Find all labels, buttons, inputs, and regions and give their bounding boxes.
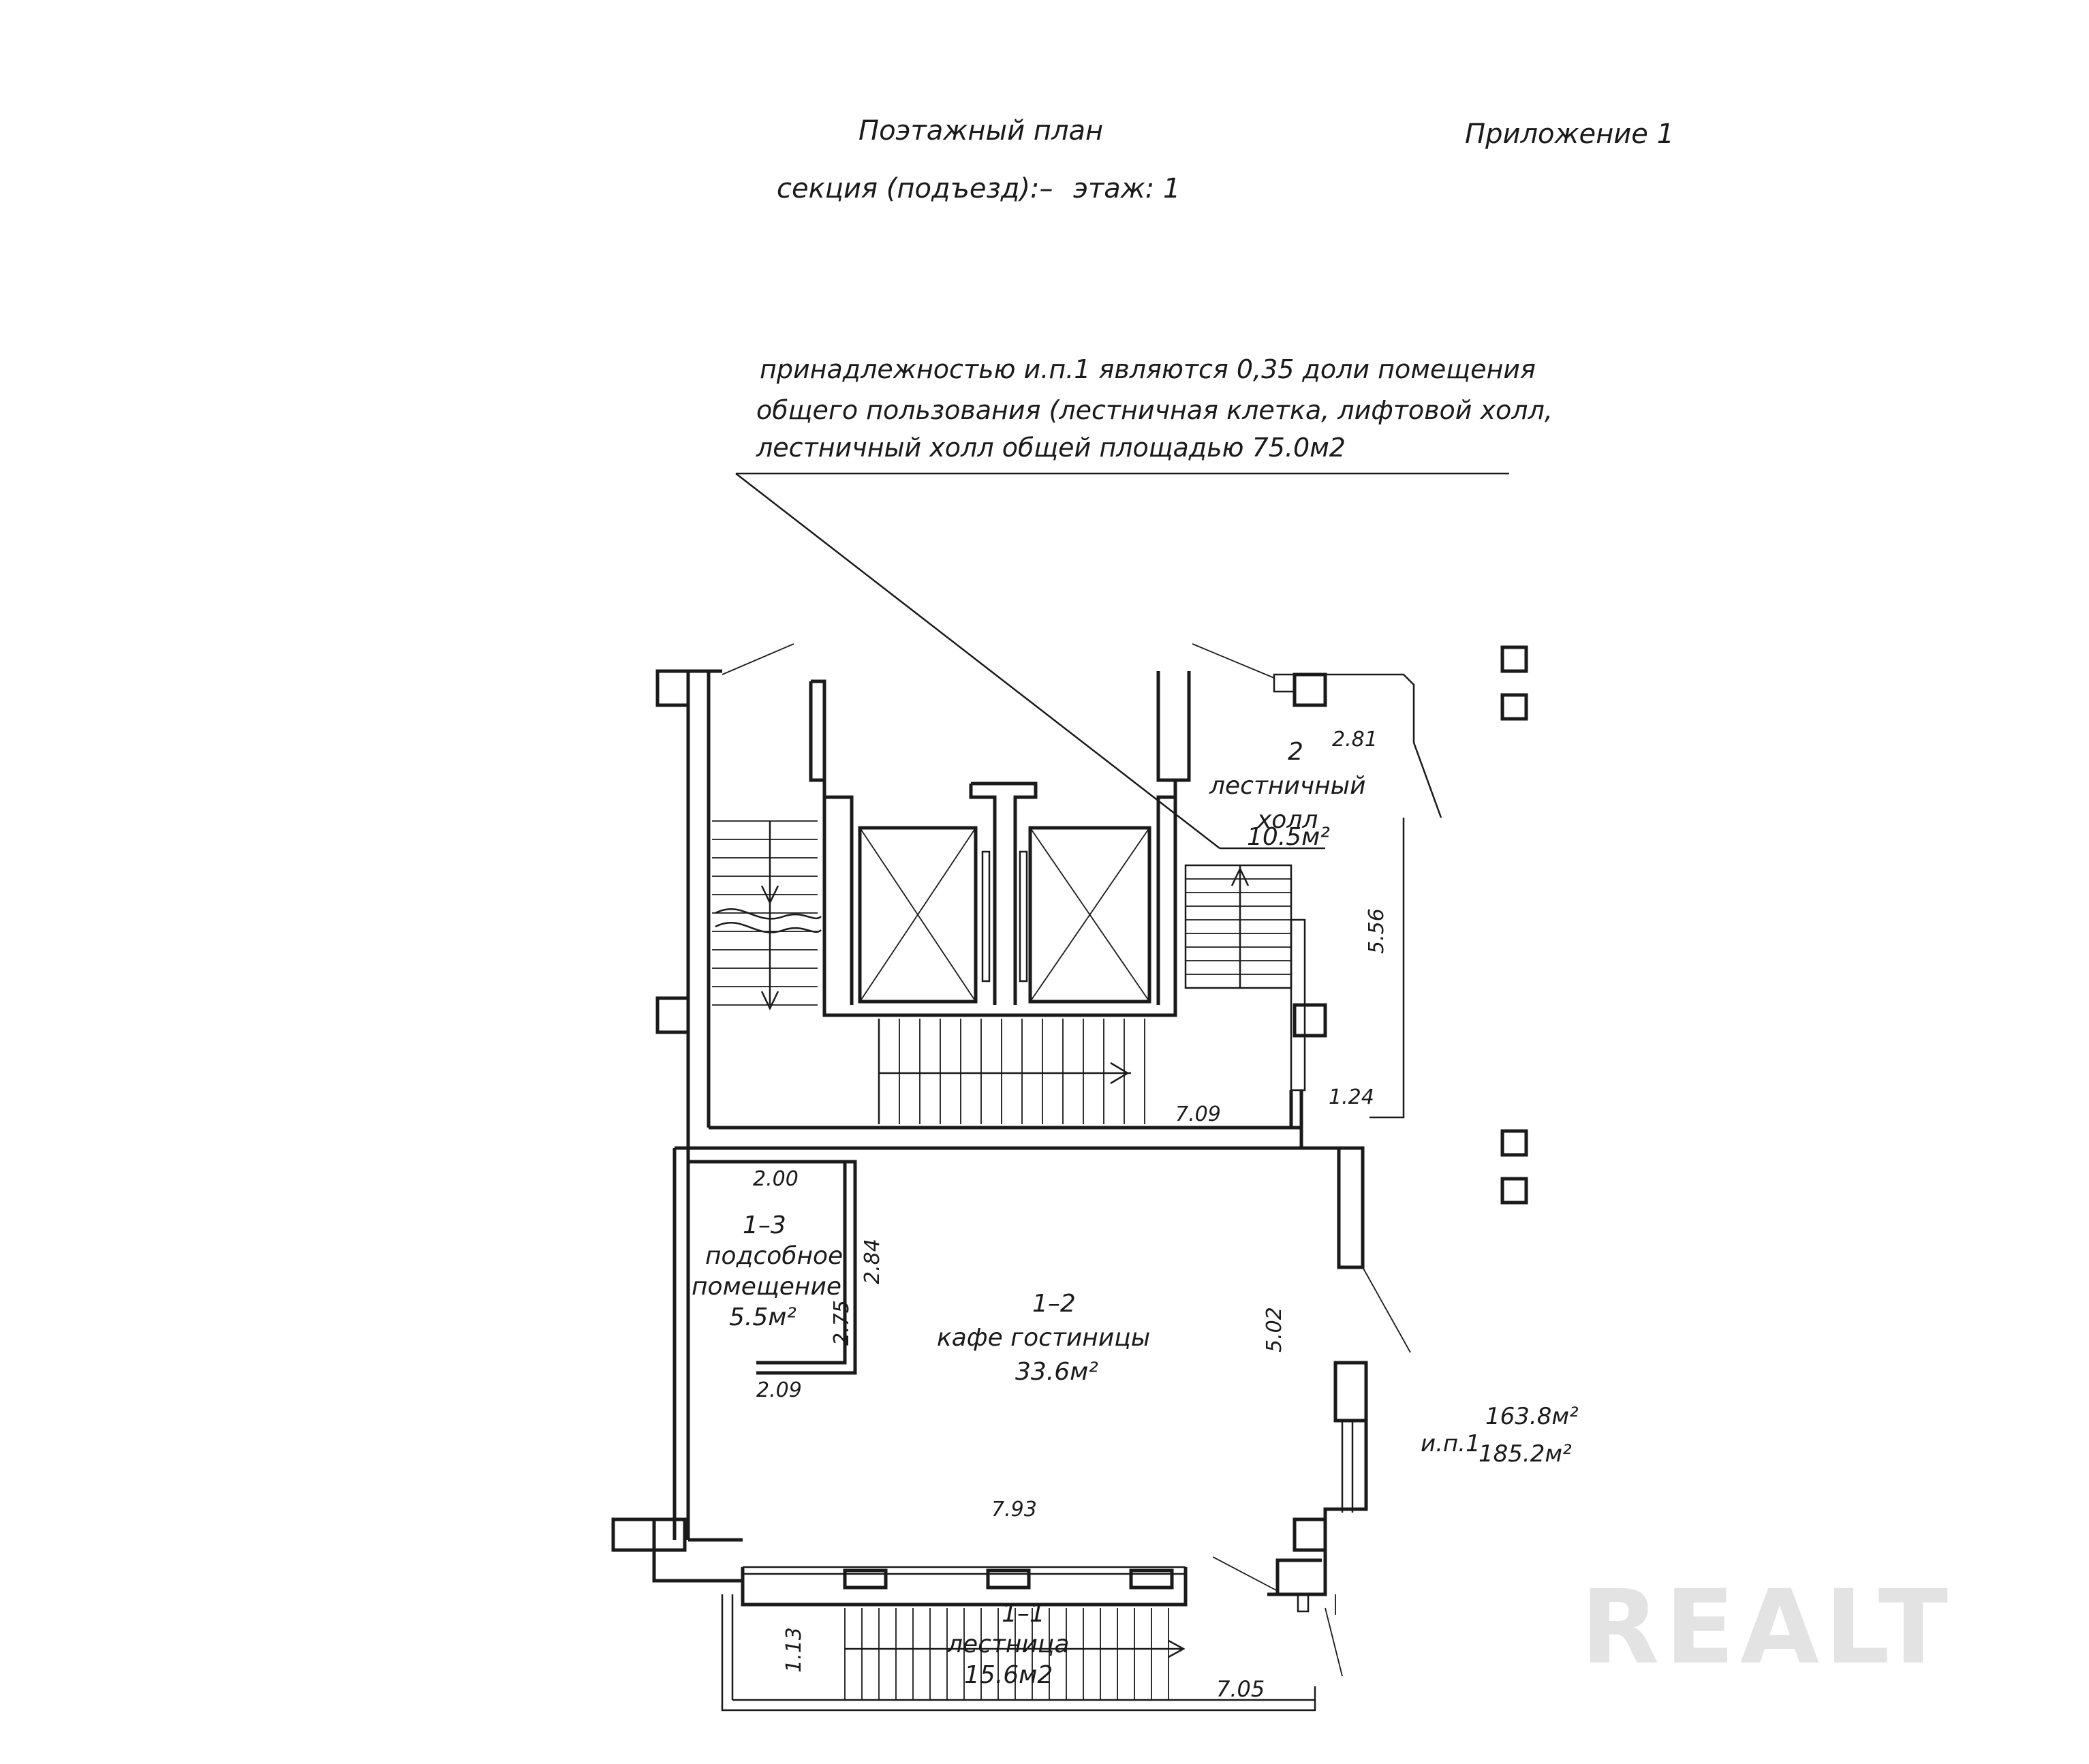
room-stairs-label: 1–1 лестница 15.6м2 xyxy=(946,1600,1069,1689)
room-utility-name-1: подсобное xyxy=(705,1242,843,1270)
room-hall-area: 10.5м² xyxy=(1247,823,1330,851)
dimension-2-81: 2.81 xyxy=(1332,728,1378,752)
note-line-3: лестничный холл общей площадью 75.0м2 xyxy=(756,433,1346,463)
note-line-1: принадлежностью и.п.1 являются 0,35 доли… xyxy=(760,354,1536,384)
dimension-2-09: 2.09 xyxy=(756,1378,802,1402)
room-cafe-area: 33.6м² xyxy=(1015,1358,1098,1386)
stair-flight-lower xyxy=(721,1594,1343,1712)
room-stairs-number: 1–1 xyxy=(1002,1600,1045,1628)
room-cafe-number: 1–2 xyxy=(1032,1290,1076,1318)
dimension-5-56: 5.56 xyxy=(1365,908,1389,954)
appendix-label: Приложение 1 xyxy=(1465,119,1674,150)
elevator-2 xyxy=(1019,826,1151,1004)
room-utility-name-2: помещение xyxy=(692,1273,841,1301)
note-line-2: общего пользования (лестничная клетка, л… xyxy=(756,395,1553,425)
stair-flight-right xyxy=(1184,864,1306,1092)
dimension-2-75: 2.75 xyxy=(830,1300,854,1346)
plan-title: Поэтажный план xyxy=(858,115,1103,146)
hall-outline xyxy=(722,643,1442,1119)
note-leader-line xyxy=(735,473,1220,849)
summary-label: и.п.1 xyxy=(1421,1430,1481,1457)
room-stairs-area: 15.6м2 xyxy=(964,1661,1053,1689)
room-hall-name-2: холл xyxy=(1256,806,1318,834)
walls-upper xyxy=(686,669,1329,1150)
room-hall-name-1: лестничный xyxy=(1209,772,1365,800)
watermark-logo: REALT xyxy=(1581,1568,1953,1687)
floor-label: этаж: 1 xyxy=(1073,173,1180,204)
room-utility-number: 1–3 xyxy=(743,1211,786,1239)
dimension-2-84: 2.84 xyxy=(861,1239,884,1284)
summary-areas: и.п.1 163.8м² 185.2м² xyxy=(1421,1403,1579,1468)
dimension-1-24: 1.24 xyxy=(1329,1085,1374,1109)
room-cafe-name: кафе гостиницы xyxy=(937,1324,1150,1352)
room-cafe-label: 1–2 кафе гостиницы 33.6м² xyxy=(937,1290,1150,1386)
dimension-2-00: 2.00 xyxy=(753,1167,799,1191)
columns xyxy=(611,669,1327,1613)
dimension-5-02: 5.02 xyxy=(1263,1307,1286,1352)
dimension-7-93: 7.93 xyxy=(991,1498,1037,1521)
room-utility-label: 1–3 подсобное помещение 5.5м² xyxy=(692,1211,843,1331)
room-hall-label: 2 лестничный холл 10.5м² xyxy=(1209,738,1365,851)
summary-area-2: 185.2м² xyxy=(1479,1440,1572,1468)
dimension-1-13: 1.13 xyxy=(782,1627,806,1673)
elevator-1 xyxy=(858,826,991,1004)
room-hall-number: 2 xyxy=(1288,738,1303,766)
legend-squares xyxy=(1500,645,1528,1205)
stair-flight-left xyxy=(712,820,822,1010)
summary-area-1: 163.8м² xyxy=(1485,1403,1579,1430)
stair-flight-middle xyxy=(878,1019,1145,1124)
dimension-labels: 2.81 5.56 1.24 7.09 2.00 2.84 2.75 2.09 … xyxy=(753,728,1389,1702)
dimension-7-05: 7.05 xyxy=(1216,1676,1265,1702)
ownership-note: принадлежностью и.п.1 являются 0,35 доли… xyxy=(735,354,1553,850)
room-stairs-name: лестница xyxy=(946,1630,1069,1658)
room-utility-area: 5.5м² xyxy=(729,1303,796,1331)
section-label: секция (подъезд):– xyxy=(777,173,1053,204)
dimension-7-09: 7.09 xyxy=(1175,1102,1221,1126)
